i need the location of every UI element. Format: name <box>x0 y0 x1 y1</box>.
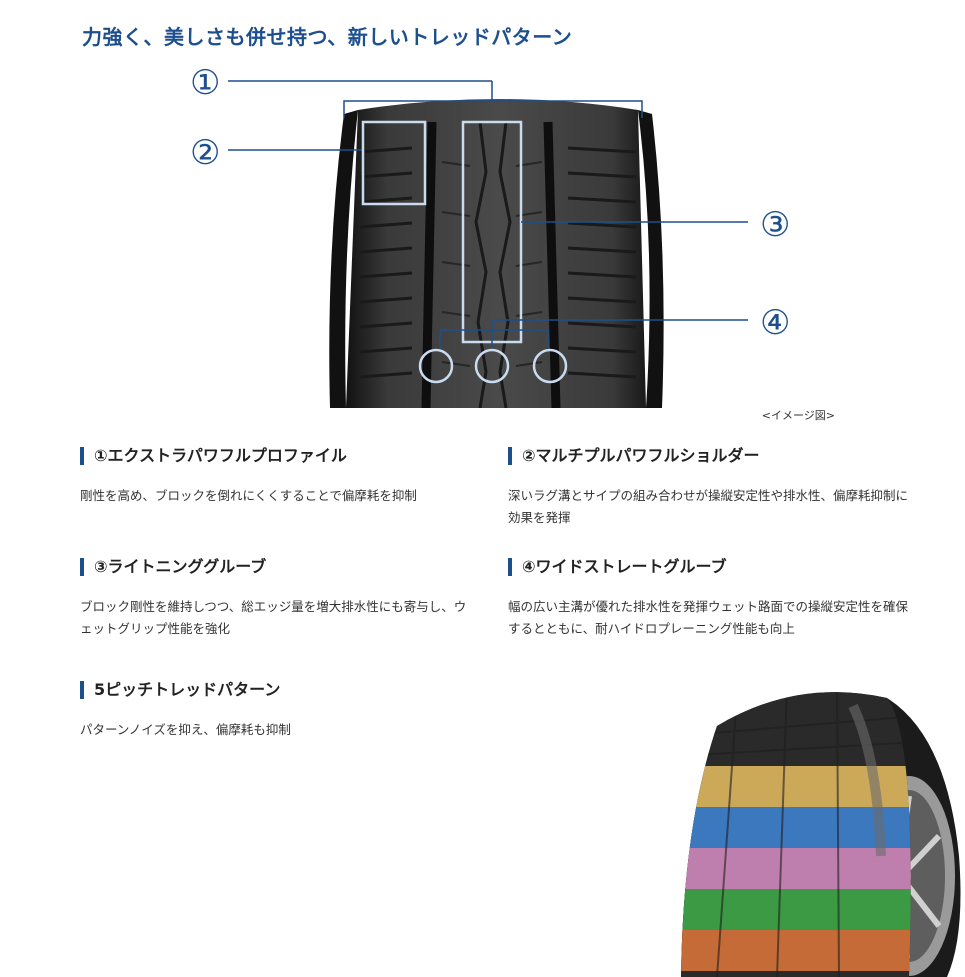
feature-heading: 5ピッチトレッドパターン <box>80 681 500 699</box>
feature-description: 深いラグ溝とサイプの組み合わせが操縦安定性や排水性、偏摩耗抑制に効果を発揮 <box>508 488 909 525</box>
feature-description: ブロック剛性を維持しつつ、総エッジ量を増大排水性にも寄与し、ウェットグリップ性能… <box>80 599 467 636</box>
marker-2: ② <box>190 133 220 173</box>
feature-extra-powerful-profile: ①エクストラパワフルプロファイル 剛性を高め、ブロックを倒れにくくすることで偏摩… <box>80 447 500 507</box>
feature-description: 剛性を高め、ブロックを倒れにくくすることで偏摩耗を抑制 <box>80 488 417 503</box>
feature-heading: ③ライトニンググルーブ <box>80 558 475 576</box>
feature-wide-straight-groove: ④ワイドストレートグルーブ 幅の広い主溝が優れた排水性を発揮ウェット路面での操縦… <box>508 558 908 640</box>
marker-4: ④ <box>760 303 790 343</box>
feature-lightning-groove: ③ライトニンググルーブ ブロック剛性を維持しつつ、総エッジ量を増大排水性にも寄与… <box>80 558 475 640</box>
marker-1: ① <box>190 63 220 103</box>
pitch-bands <box>681 766 911 971</box>
page-title: 力強く、美しさも併せ持つ、新しいトレッドパターン <box>82 25 573 50</box>
feature-multiple-powerful-shoulder: ②マルチプルパワフルショルダー 深いラグ溝とサイプの組み合わせが操縦安定性や排水… <box>508 447 908 529</box>
feature-five-pitch-pattern: 5ピッチトレッドパターン パターンノイズを抑え、偏摩耗も抑制 <box>80 681 500 741</box>
tread-image <box>346 99 646 408</box>
feature-heading: ②マルチプルパワフルショルダー <box>508 447 908 465</box>
image-caption: <イメージ図> <box>761 409 835 422</box>
feature-heading: ④ワイドストレートグルーブ <box>508 558 908 576</box>
feature-heading: ①エクストラパワフルプロファイル <box>80 447 500 465</box>
pitch-band-2 <box>681 807 911 848</box>
pitch-band-4 <box>681 889 911 930</box>
marker-3: ③ <box>760 205 790 245</box>
feature-description: パターンノイズを抑え、偏摩耗も抑制 <box>80 722 291 737</box>
feature-description: 幅の広い主溝が優れた排水性を発揮ウェット路面での操縦安定性を確保するとともに、耐… <box>508 599 909 636</box>
pitch-band-3 <box>681 848 911 889</box>
five-pitch-tire-photo <box>677 676 965 977</box>
tread-pattern-diagram: ① ② ③ ④ <box>180 52 820 408</box>
pitch-band-5 <box>681 930 911 971</box>
